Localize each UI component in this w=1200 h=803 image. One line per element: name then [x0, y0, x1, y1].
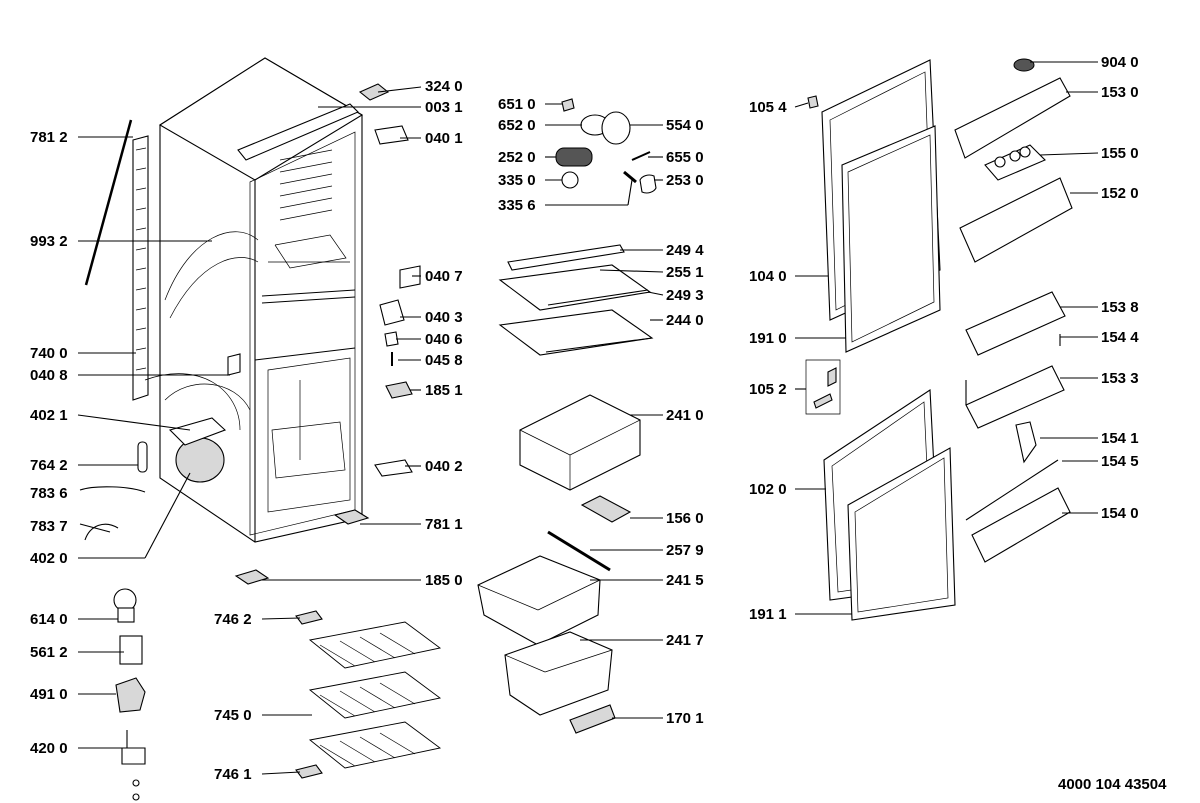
part-label: 783 6 [30, 485, 68, 502]
part-label: 241 7 [666, 632, 704, 649]
condenser-coil [84, 119, 149, 401]
part-label: 105 2 [749, 381, 787, 398]
door-bins [954, 58, 1073, 563]
part-label: 241 5 [666, 572, 704, 589]
part-label: 185 0 [425, 572, 463, 589]
part-label: 335 6 [498, 197, 536, 214]
thermostat-group [555, 98, 657, 194]
part-label: 740 0 [30, 345, 68, 362]
part-label: 324 0 [425, 78, 463, 95]
part-label: 153 3 [1101, 370, 1139, 387]
part-label: 153 0 [1101, 84, 1139, 101]
part-label: 781 1 [425, 516, 463, 533]
part-label: 249 4 [666, 242, 704, 259]
part-label: 491 0 [30, 686, 68, 703]
doors [805, 59, 956, 621]
glass-shelves [498, 244, 654, 356]
part-label: 402 1 [30, 407, 68, 424]
part-labels: 781 2 324 0 003 1 040 1 993 2 040 7 040 … [30, 54, 1139, 783]
part-label: 764 2 [30, 457, 68, 474]
wire-shelves [295, 610, 442, 779]
part-label: 191 1 [749, 606, 787, 623]
part-label: 040 2 [425, 458, 463, 475]
part-label: 249 3 [666, 287, 704, 304]
part-label: 102 0 [749, 481, 787, 498]
part-label: 746 1 [214, 766, 252, 783]
part-label: 783 7 [30, 518, 68, 535]
part-label: 244 0 [666, 312, 704, 329]
part-label: 153 8 [1101, 299, 1139, 316]
crisper-drawers [477, 394, 641, 734]
part-label: 155 0 [1101, 145, 1139, 162]
cabinet-small-parts [227, 83, 421, 585]
part-label: 257 9 [666, 542, 704, 559]
part-label: 154 1 [1101, 430, 1139, 447]
part-label: 335 0 [498, 172, 536, 189]
document-number: 4000 104 43504 [1058, 776, 1167, 793]
part-label: 040 1 [425, 130, 463, 147]
part-label: 185 1 [425, 382, 463, 399]
part-label: 554 0 [666, 117, 704, 134]
part-label: 154 0 [1101, 505, 1139, 522]
part-label: 420 0 [30, 740, 68, 757]
part-label: 255 1 [666, 264, 704, 281]
part-label: 105 4 [749, 99, 787, 116]
part-label: 781 2 [30, 129, 68, 146]
part-label: 652 0 [498, 117, 536, 134]
part-label: 561 2 [30, 644, 68, 661]
part-label: 651 0 [498, 96, 536, 113]
part-label: 040 6 [425, 331, 463, 348]
part-label: 402 0 [30, 550, 68, 567]
part-label: 003 1 [425, 99, 463, 116]
part-label: 614 0 [30, 611, 68, 628]
part-label: 152 0 [1101, 185, 1139, 202]
part-label: 040 7 [425, 268, 463, 285]
part-label: 104 0 [749, 268, 787, 285]
part-label: 655 0 [666, 149, 704, 166]
part-label: 154 4 [1101, 329, 1139, 346]
part-label: 252 0 [498, 149, 536, 166]
part-label: 993 2 [30, 233, 68, 250]
part-label: 191 0 [749, 330, 787, 347]
part-label: 745 0 [214, 707, 252, 724]
part-label: 904 0 [1101, 54, 1139, 71]
part-label: 045 8 [425, 352, 463, 369]
electrical-parts [113, 588, 146, 801]
part-label: 253 0 [666, 172, 704, 189]
part-label: 746 2 [214, 611, 252, 628]
part-label: 040 3 [425, 309, 463, 326]
part-label: 040 8 [30, 367, 68, 384]
part-label: 241 0 [666, 407, 704, 424]
part-label: 170 1 [666, 710, 704, 727]
part-label: 156 0 [666, 510, 704, 527]
part-label: 154 5 [1101, 453, 1139, 470]
leader-lines [77, 61, 1099, 775]
